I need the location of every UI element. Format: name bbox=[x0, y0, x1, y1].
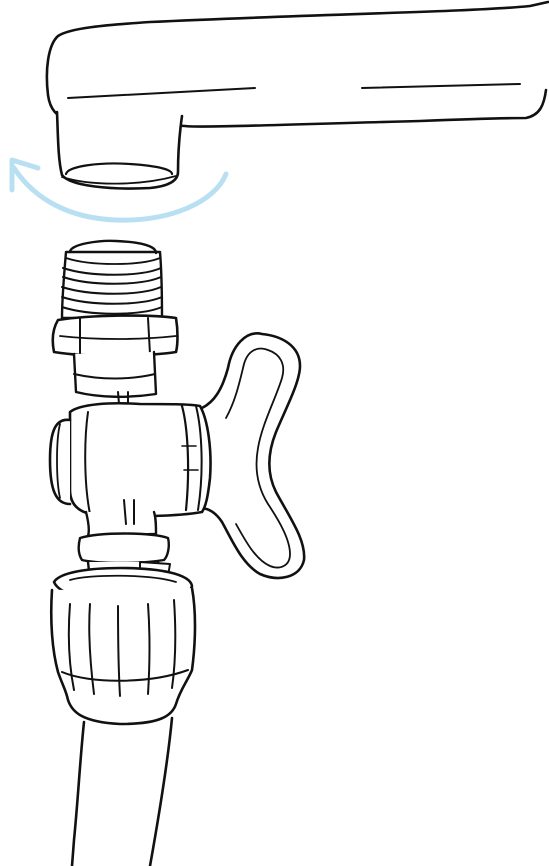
upper-neck-body bbox=[74, 352, 156, 397]
hex-nut bbox=[53, 316, 178, 356]
butterfly-handle[interactable] bbox=[200, 333, 304, 578]
spout-body bbox=[47, 2, 548, 127]
garden-hose bbox=[72, 718, 172, 866]
lower-coupling-nut bbox=[79, 534, 169, 564]
coupling-body bbox=[51, 588, 195, 724]
valve-body-main bbox=[70, 403, 211, 516]
aerator-body bbox=[57, 112, 182, 188]
hose-right-edge bbox=[150, 718, 172, 866]
valve-cap-left bbox=[50, 420, 70, 504]
hose-left-edge bbox=[72, 722, 84, 866]
faucet-aerator bbox=[57, 112, 182, 188]
faucet-spout bbox=[47, 2, 548, 127]
hex-nut-body bbox=[53, 316, 178, 356]
threaded-connector bbox=[62, 241, 162, 318]
valve-body bbox=[50, 403, 211, 516]
hose-coupling bbox=[51, 568, 195, 724]
